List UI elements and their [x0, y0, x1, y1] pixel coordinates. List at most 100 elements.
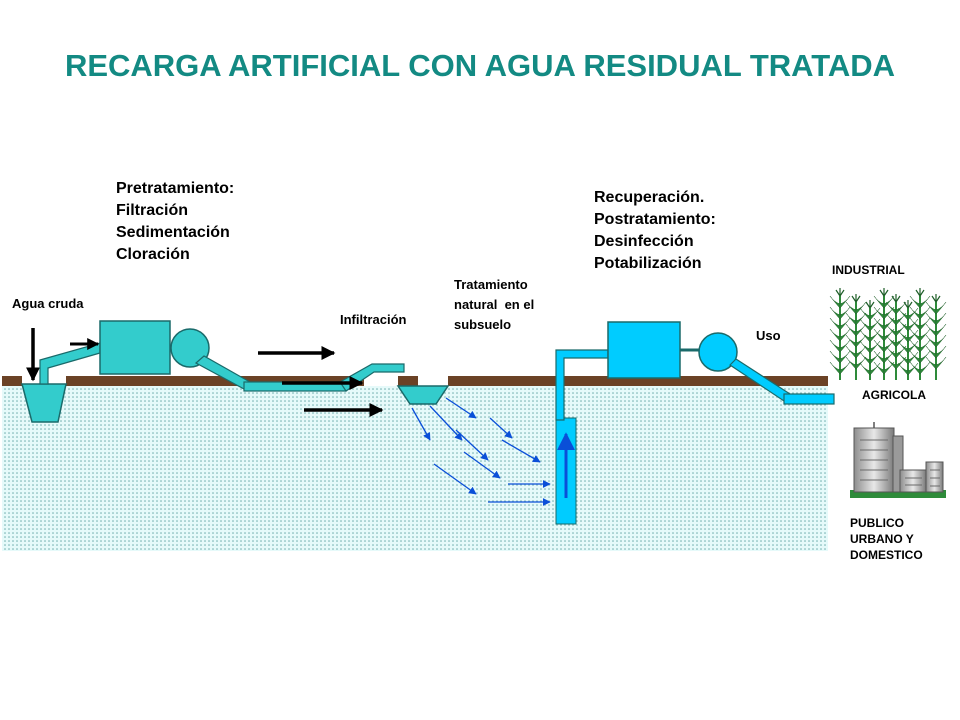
corn-leaf	[873, 361, 885, 375]
pretratamiento-line: Filtración	[116, 202, 189, 219]
corn-leaf	[829, 317, 841, 331]
corn-leaf	[897, 362, 909, 376]
corn-leaf	[845, 345, 857, 359]
corn-tassel	[931, 294, 941, 303]
corn-leaf	[873, 317, 885, 331]
corn-leaf	[919, 328, 931, 342]
corn-crop-icon	[829, 288, 947, 380]
corn-leaf	[859, 329, 871, 343]
corn-leaf	[897, 340, 909, 354]
pretratamiento-line: Sedimentación	[116, 224, 230, 241]
corn-leaf	[925, 301, 937, 315]
corn-leaf	[907, 340, 919, 354]
corn-leaf	[839, 295, 851, 309]
corn-leaf	[873, 350, 885, 364]
corn-leaf	[907, 351, 919, 365]
corn-leaf	[855, 356, 867, 370]
corn-leaf	[897, 318, 909, 332]
corn-leaf	[859, 318, 871, 332]
corn-leaf	[859, 362, 871, 376]
corn-leaf	[839, 306, 851, 320]
corn-leaf	[855, 345, 867, 359]
corn-leaf	[925, 356, 937, 370]
corn-leaf	[873, 306, 885, 320]
corn-leaf	[883, 339, 895, 353]
corn-leaf	[883, 317, 895, 331]
industrial-label: INDUSTRIAL	[832, 263, 905, 277]
corn-leaf	[839, 339, 851, 353]
pretratamiento-line: Pretratamiento:	[116, 180, 235, 197]
corn-leaf	[909, 295, 921, 309]
publico-line: DOMESTICO	[850, 548, 923, 562]
corn-leaf	[869, 362, 881, 376]
corn-leaf	[935, 301, 947, 315]
corn-leaf	[895, 356, 907, 370]
corn-leaf	[935, 345, 947, 359]
corn-leaf	[885, 356, 897, 370]
corn-leaf	[869, 318, 881, 332]
corn-leaf	[883, 350, 895, 364]
corn-leaf	[845, 356, 857, 370]
corn-tassel	[879, 288, 889, 297]
corn-leaf	[839, 328, 851, 342]
corn-leaf	[897, 351, 909, 365]
corn-leaf	[919, 317, 931, 331]
tratamiento-line: natural en el	[454, 297, 535, 312]
corn-leaf	[907, 362, 919, 376]
pipe-riser	[339, 363, 405, 392]
recuperacion-line: Desinfección	[594, 233, 694, 250]
corn-leaf	[883, 295, 895, 309]
corn-leaf	[829, 339, 841, 353]
corn-tassel	[915, 288, 925, 297]
corn-leaf	[869, 307, 881, 321]
ground-surface	[2, 376, 828, 386]
corn-leaf	[829, 306, 841, 320]
subsurface-flow-arrows	[411, 397, 551, 506]
corn-leaf	[869, 351, 881, 365]
corn-leaf	[897, 329, 909, 343]
corn-leaf	[839, 350, 851, 364]
pretratamiento-label: Pretratamiento: Filtración Sedimentación…	[116, 178, 234, 266]
page-title: RECARGA ARTIFICIAL CON AGUA RESIDUAL TRA…	[64, 48, 896, 83]
building-icon	[850, 422, 946, 498]
corn-leaf	[919, 295, 931, 309]
corn-leaf	[845, 323, 857, 337]
agricola-label: AGRICOLA	[862, 388, 926, 402]
corn-leaf	[829, 350, 841, 364]
corn-leaf	[883, 306, 895, 320]
tratamiento-line: subsuelo	[454, 317, 512, 332]
recuperacion-label: Recuperación. Postratamiento: Desinfecci…	[594, 187, 716, 275]
corn-leaf	[907, 329, 919, 343]
aquifer	[2, 386, 828, 551]
corn-leaf	[885, 334, 897, 348]
publico-label: PUBLICO URBANO Y DOMESTICO	[850, 515, 923, 563]
publico-line: PUBLICO	[850, 516, 904, 530]
corn-leaf	[909, 317, 921, 331]
corn-leaf	[885, 345, 897, 359]
corn-leaf	[845, 312, 857, 326]
corn-leaf	[925, 323, 937, 337]
corn-leaf	[845, 301, 857, 315]
corn-leaf	[895, 312, 907, 326]
corn-leaf	[897, 307, 909, 321]
publico-line: URBANO Y	[850, 532, 914, 546]
corn-leaf	[935, 323, 947, 337]
corn-tassel	[835, 288, 845, 297]
corn-leaf	[883, 361, 895, 375]
pretratamiento-line: Cloración	[116, 246, 190, 263]
infiltracion-label: Infiltración	[340, 312, 407, 327]
delivery-outlet	[783, 393, 835, 405]
corn-leaf	[829, 328, 841, 342]
corn-leaf	[885, 301, 897, 315]
corn-leaf	[883, 328, 895, 342]
corn-tassel	[851, 294, 861, 303]
recuperacion-line: Postratamiento:	[594, 211, 716, 228]
corn-leaf	[925, 345, 937, 359]
corn-leaf	[935, 356, 947, 370]
corn-leaf	[829, 295, 841, 309]
corn-leaf	[855, 323, 867, 337]
pretreatment-pump	[170, 328, 210, 368]
corn-leaf	[935, 334, 947, 348]
corn-tassel	[865, 300, 875, 309]
